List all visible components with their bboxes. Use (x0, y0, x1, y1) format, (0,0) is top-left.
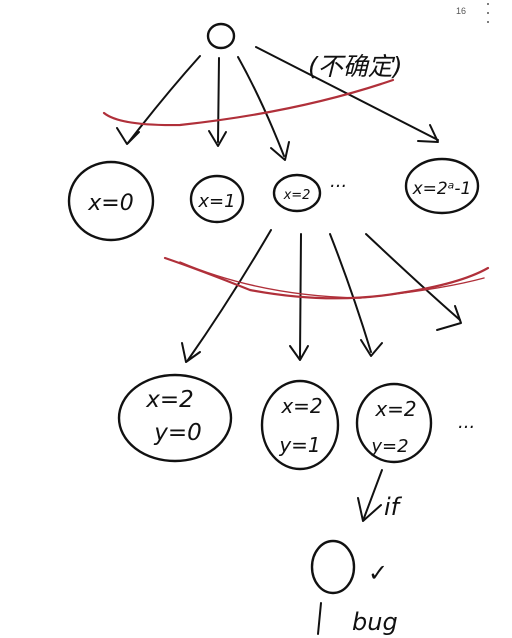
branch-arrow (329, 233, 372, 353)
level2-node-y0 (117, 373, 233, 463)
arrow-head (360, 339, 383, 357)
level1-nodes: x=0 x=1 x=2 ... x=2ᵃ-1 (67, 157, 480, 242)
branch-arrow (237, 56, 285, 157)
level1-label: x=1 (197, 191, 235, 212)
page-number: 16 (456, 6, 467, 16)
branch-arrow (217, 57, 220, 143)
arrow-head (289, 345, 309, 361)
level1-label: x=2 (283, 188, 311, 203)
level2-ellipsis: ... (458, 412, 475, 433)
more-options-button[interactable] (482, 3, 494, 23)
leaf-tick (317, 602, 322, 635)
if-label: if (384, 493, 403, 521)
red-stroke-upper (102, 78, 395, 127)
vertical-ellipsis-icon (486, 3, 490, 6)
arrow-head (436, 305, 462, 331)
level2-node-y2 (355, 382, 433, 464)
leaf-note: bug (352, 608, 398, 636)
level2-label-top: x=2 (145, 387, 194, 413)
branch-arrow (365, 233, 461, 321)
arrow-head (116, 127, 140, 145)
arrow-head (357, 497, 382, 522)
red-stroke-lower (163, 256, 490, 300)
arrow-head (270, 141, 290, 161)
level2-label-top: x=2 (280, 394, 322, 418)
level2-node-y1 (260, 379, 340, 471)
arrow-head (181, 342, 201, 363)
level2-label-bottom: y=1 (278, 433, 320, 457)
level1-node-x1 (189, 174, 245, 224)
root-node (206, 22, 236, 50)
arrow-head (208, 130, 227, 147)
if-branch-arrow (363, 469, 383, 519)
level2-label-bottom: y=2 (370, 436, 408, 457)
red-stroke-lower-echo (179, 261, 485, 299)
level1-ellipsis: ... (330, 171, 347, 192)
check-mark: ✓ (368, 559, 388, 587)
level2-label-top: x=2 (374, 397, 416, 421)
level1-node-x0 (67, 160, 155, 242)
level1-node-last (404, 157, 480, 215)
level1-label: x=2ᵃ-1 (412, 179, 472, 199)
level2-nodes: x=2 y=0 x=2 y=1 x=2 y=2 ... (117, 373, 475, 471)
branch-arrow (187, 229, 272, 361)
vertical-ellipsis-icon-dot (486, 11, 490, 15)
root-note: (不确定) (308, 52, 403, 81)
level2-label-bottom: y=0 (153, 420, 202, 446)
branch-arrow (299, 233, 302, 358)
level1-node-x2 (272, 173, 322, 213)
branch-arrow (127, 55, 201, 144)
leaf-node (310, 539, 356, 595)
level2-branches (181, 229, 462, 363)
level1-label: x=0 (87, 191, 133, 216)
vertical-ellipsis-icon-dot (486, 20, 490, 23)
arrow-head (417, 124, 439, 143)
